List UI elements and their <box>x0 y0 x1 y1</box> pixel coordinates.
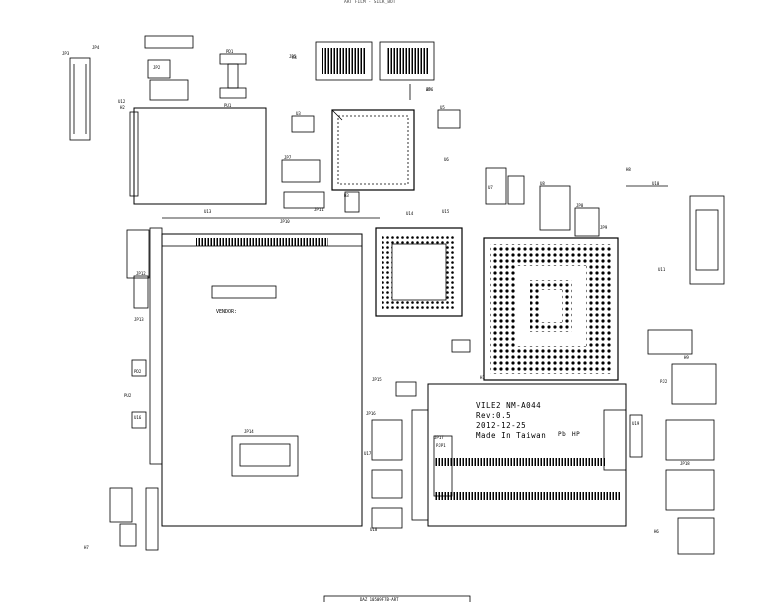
refdes-29: JP15 <box>372 377 382 382</box>
chip-pch <box>375 227 463 317</box>
refdes-37: JP18 <box>680 461 690 466</box>
refdes-23: JP12 <box>136 271 146 276</box>
board-origin: Made In Taiwan <box>476 431 547 440</box>
title-block <box>323 595 471 602</box>
refdes-32: U18 <box>370 527 378 532</box>
refdes-18: U13 <box>204 209 212 214</box>
refdes-5: PU1 <box>224 103 232 108</box>
pb-mark: Pb <box>558 431 567 438</box>
refdes-26: PU2 <box>124 393 132 398</box>
refdes-39: H2 <box>120 105 125 110</box>
board-date: 2012-12-25 <box>476 421 527 430</box>
refdes-30: JP16 <box>366 411 376 416</box>
refdes-20: JP11 <box>314 207 324 212</box>
refdes-16: U10 <box>652 181 660 186</box>
refdes-31: U17 <box>364 451 372 456</box>
refdes-4: PD1 <box>226 49 234 54</box>
refdes-24: JP13 <box>134 317 144 322</box>
refdes-0: JP3 <box>62 51 70 56</box>
refdes-19: JP10 <box>280 219 290 224</box>
refdes-43: H6 <box>654 529 659 534</box>
hp-mark: HP <box>572 431 581 438</box>
refdes-15: JP9 <box>600 225 608 230</box>
connector-top <box>144 35 194 49</box>
port-right-3 <box>665 469 715 511</box>
refdes-8: U3 <box>296 111 301 116</box>
board-model: VILE2 NM-A044 <box>476 401 542 410</box>
refdes-35: U19 <box>632 421 640 426</box>
refdes-44: H7 <box>84 545 89 550</box>
refdes-1: JP4 <box>92 45 100 50</box>
refdes-17: U11 <box>658 267 666 272</box>
refdes-36: PJ2 <box>660 379 668 384</box>
refdes-41: H4 <box>292 55 297 60</box>
refdes-28: JP14 <box>244 429 254 434</box>
board-revision: Rev:0.5 <box>476 411 512 420</box>
connector-sodimm-b <box>379 41 435 81</box>
refdes-10: U5 <box>440 105 445 110</box>
chip-cpu <box>483 237 619 381</box>
film-title: ART FILM - SILK_BOT <box>344 0 396 5</box>
refdes-3: JP2 <box>153 65 161 70</box>
refdes-33: JP17 <box>434 435 444 440</box>
refdes-14: JP8 <box>576 203 584 208</box>
refdes-22: U15 <box>442 209 450 214</box>
refdes-6: JP5 <box>289 54 297 59</box>
port-right-1 <box>671 363 717 405</box>
chip-upper <box>331 109 415 191</box>
refdes-46: H9 <box>684 355 689 360</box>
refdes-34: PJP1 <box>436 443 446 448</box>
refdes-2: U12 <box>118 99 126 104</box>
refdes-38: H1 <box>480 375 485 380</box>
refdes-11: U6 <box>444 157 449 162</box>
title-block-text: DAZ 10509F7B-ART <box>360 597 399 602</box>
refdes-13: U8 <box>540 181 545 186</box>
vendor-label: VENDOR: <box>216 309 238 315</box>
refdes-45: H8 <box>626 167 631 172</box>
port-right-2 <box>665 419 715 461</box>
connector-sodimm-a <box>315 41 373 81</box>
refdes-27: U16 <box>134 415 142 420</box>
battery-area <box>161 233 363 527</box>
refdes-42: H5 <box>426 87 431 92</box>
refdes-40: H3 <box>344 193 349 198</box>
refdes-7: JP6 <box>426 87 434 92</box>
refdes-9: JP7 <box>284 155 292 160</box>
connector-top-left <box>69 57 91 141</box>
refdes-12: U7 <box>488 185 493 190</box>
refdes-21: U14 <box>406 211 414 216</box>
refdes-25: PD2 <box>134 369 142 374</box>
